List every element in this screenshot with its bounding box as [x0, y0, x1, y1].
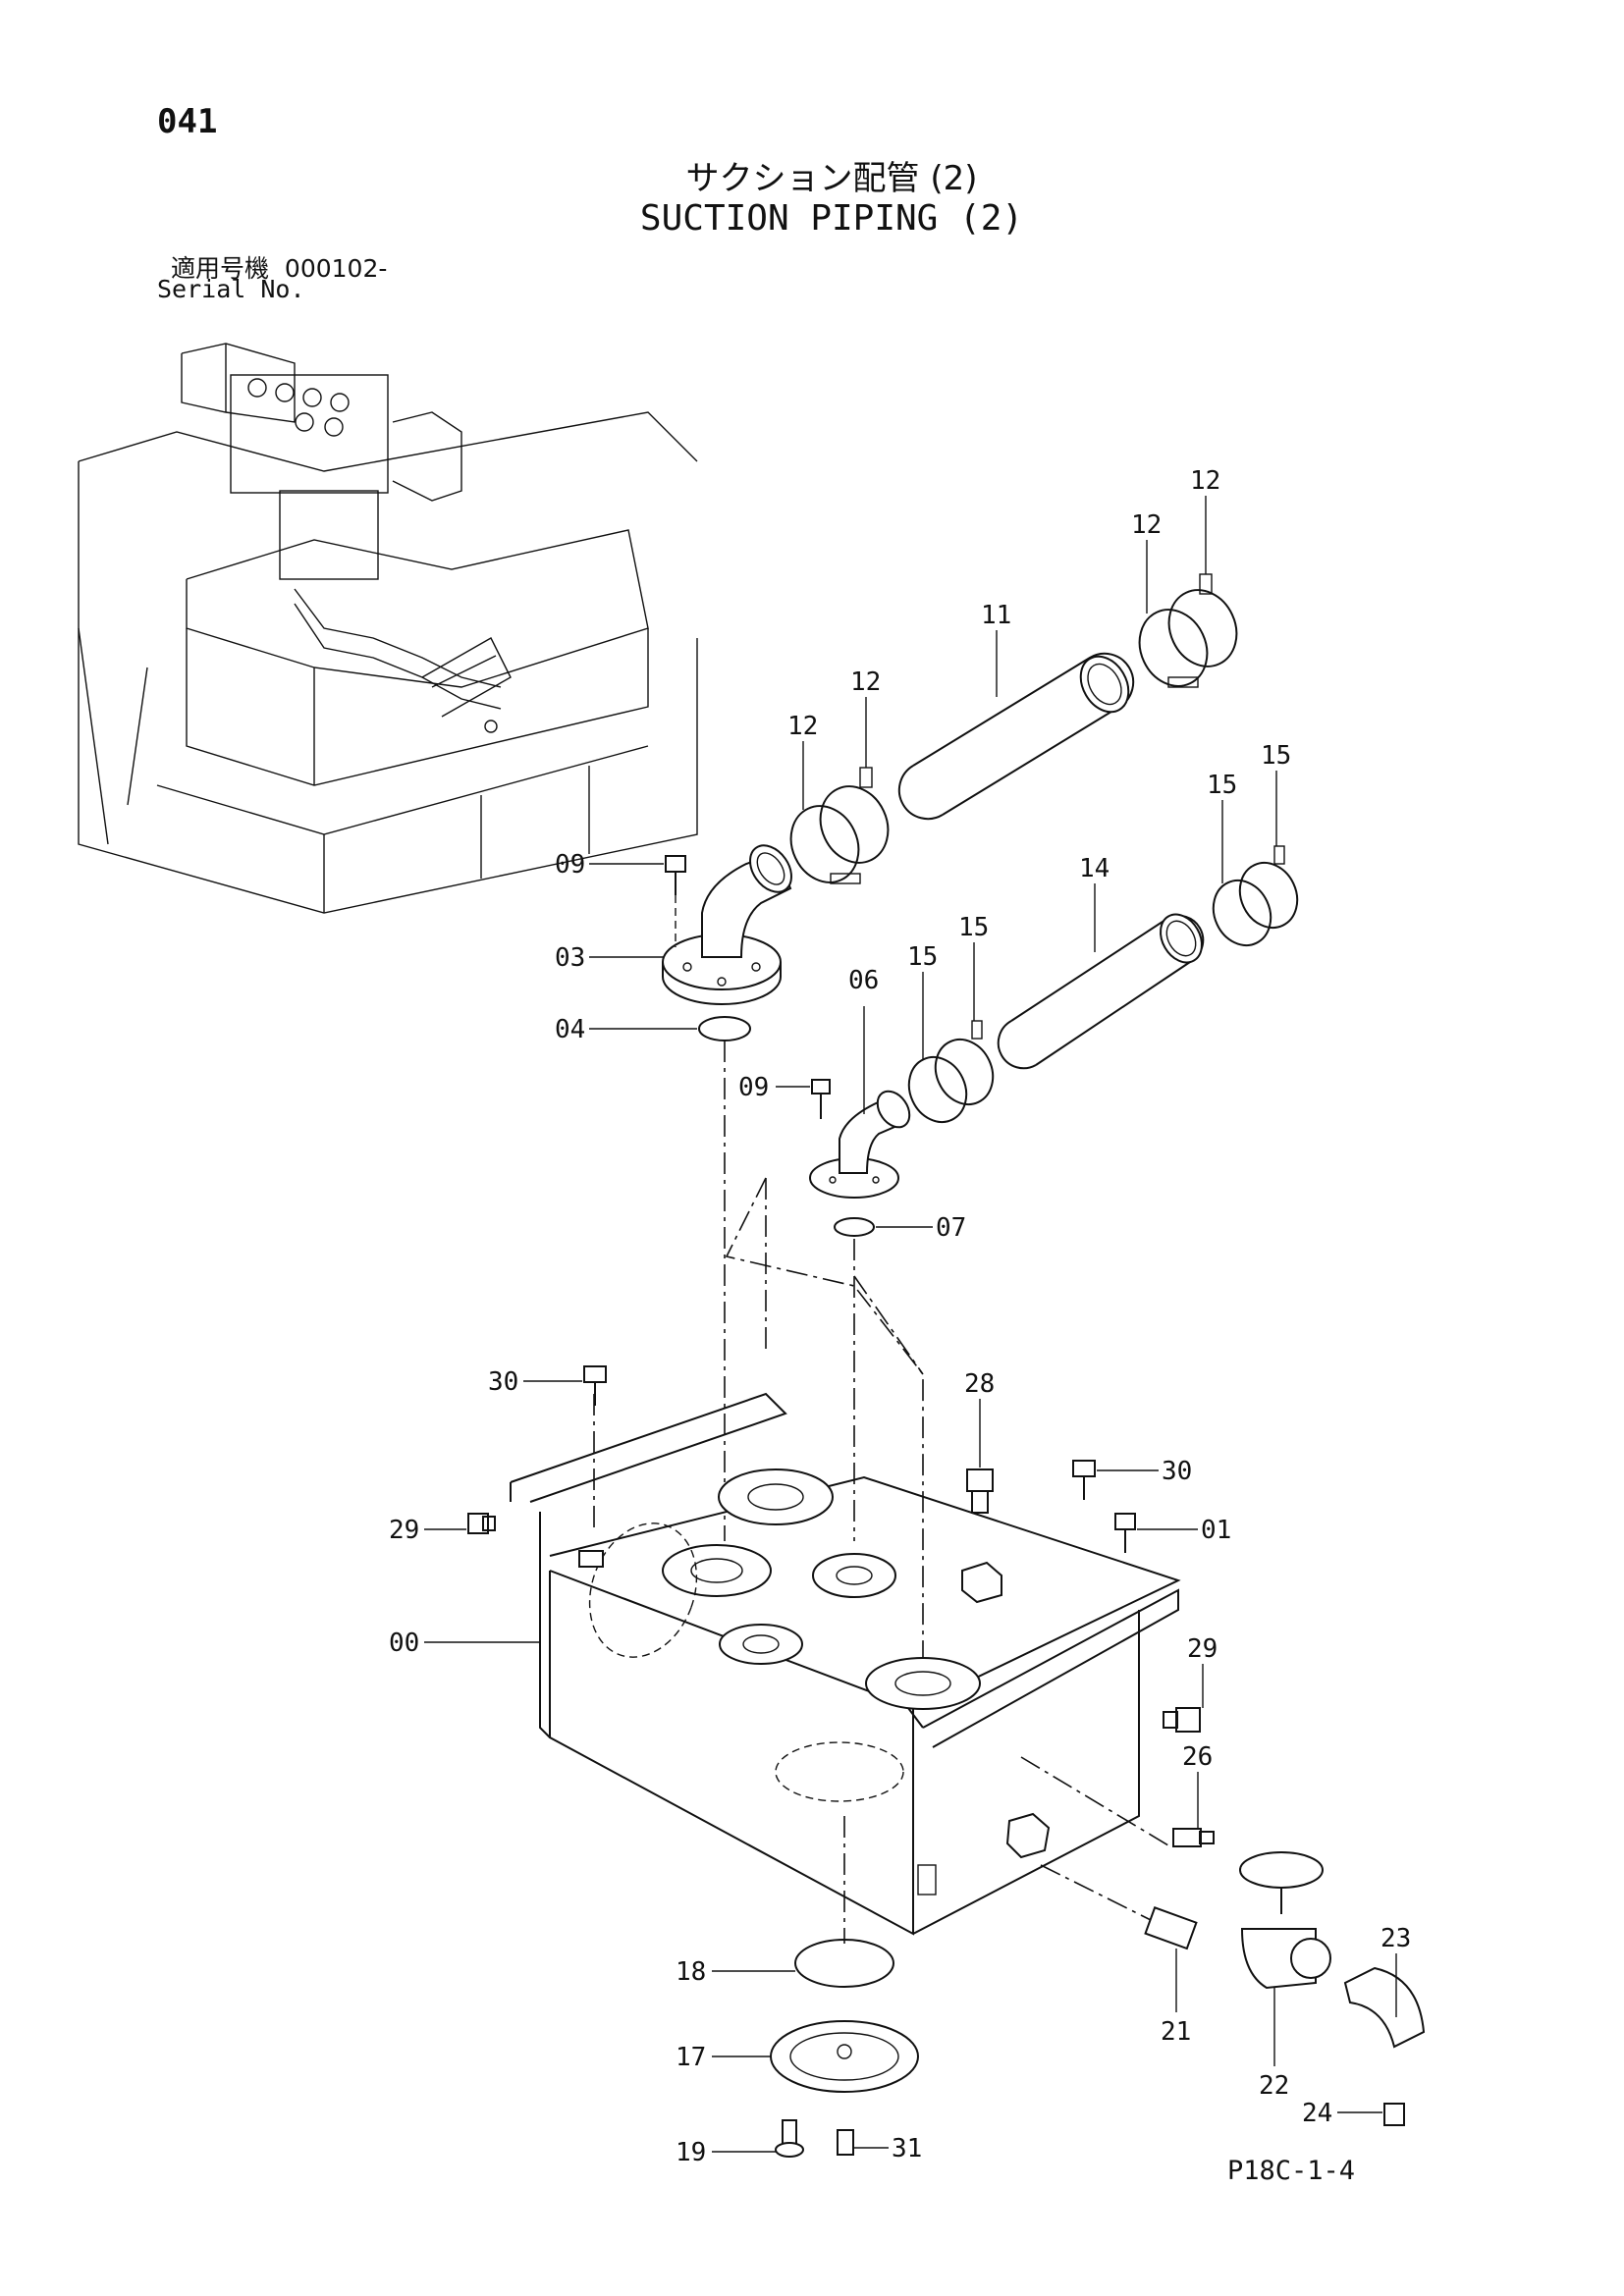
elbow-23	[1343, 1966, 1426, 2049]
o-ring-04	[698, 1016, 751, 1041]
hose-11	[897, 652, 1135, 821]
bolt-01	[1114, 1513, 1136, 1553]
bolt-30-right	[1072, 1460, 1096, 1500]
hose-14	[997, 913, 1205, 1070]
callout-01: 01	[1201, 1516, 1231, 1545]
callout-07: 07	[936, 1213, 966, 1243]
callout-04: 04	[555, 1015, 585, 1044]
callout-03: 03	[555, 943, 585, 973]
callout-06: 06	[848, 966, 879, 995]
clamp-15-upper	[1212, 845, 1299, 947]
assembly-centerlines	[593, 1041, 1169, 1944]
bolt-09-lower	[811, 1079, 831, 1119]
callout-11: 11	[981, 601, 1011, 630]
nut-28-base	[961, 1561, 1002, 1604]
plug-29-right	[1163, 1707, 1201, 1733]
elbow-flange-06	[809, 1090, 911, 1199]
callout-28: 28	[964, 1369, 995, 1399]
callout-19: 19	[676, 2138, 706, 2167]
callout-labels: 12 12 11 12 12 15 15 14 09 03 04 06 15 1…	[389, 466, 1411, 2167]
clamp-12-lower	[789, 767, 890, 884]
title-english: SUCTION PIPING (2)	[639, 198, 1024, 239]
callout-23: 23	[1380, 1924, 1411, 1953]
figure-code: P18C-1-4	[1227, 2156, 1356, 2186]
hydraulic-tank-00	[510, 1392, 1181, 1936]
serial-label-jp: 適用号機	[171, 254, 270, 283]
adapter-21	[1005, 1812, 1198, 1950]
callout-00: 00	[389, 1629, 419, 1658]
fitting-26	[1172, 1828, 1215, 1847]
callout-09: 09	[738, 1073, 769, 1102]
clamp-15-lower	[907, 1020, 995, 1124]
callout-15: 15	[1207, 771, 1237, 800]
page-number: 041	[157, 102, 218, 141]
clamp-12-upper	[1138, 573, 1238, 688]
callout-leaders	[424, 496, 1397, 2153]
bolt-19	[775, 2119, 804, 2158]
callout-30: 30	[1162, 1457, 1192, 1486]
callout-24: 24	[1302, 2099, 1332, 2128]
serial-value: 000102-	[284, 254, 388, 283]
callout-12: 12	[1190, 466, 1220, 496]
callout-09: 09	[555, 850, 585, 880]
callout-22: 22	[1259, 2071, 1289, 2101]
cover-17	[770, 2020, 919, 2093]
plug-28	[966, 1468, 994, 1514]
callout-15: 15	[1261, 741, 1291, 771]
serial-label-en: Serial No.	[157, 275, 305, 303]
plug-24	[1383, 2103, 1405, 2126]
callout-18: 18	[676, 1957, 706, 1987]
valve-22	[1239, 1851, 1331, 1990]
callout-17: 17	[676, 2043, 706, 2072]
callout-15: 15	[958, 913, 989, 942]
elbow-flange-03	[662, 844, 792, 1005]
callout-15: 15	[907, 942, 938, 972]
title-japanese: サクション配管 (2)	[685, 159, 978, 198]
callout-21: 21	[1161, 2017, 1191, 2047]
callout-31: 31	[892, 2134, 922, 2163]
machine-overview-illustration	[78, 343, 698, 914]
o-ring-18	[794, 1939, 894, 1988]
callout-30: 30	[488, 1367, 518, 1397]
callout-14: 14	[1079, 854, 1110, 883]
serial-line: 適用号機 000102-	[171, 249, 387, 285]
bolt-30-left	[583, 1365, 607, 1406]
callout-29: 29	[1187, 1634, 1218, 1664]
bolt-09-upper	[665, 855, 686, 947]
callout-26: 26	[1182, 1742, 1213, 1772]
plug-29-left	[467, 1513, 496, 1534]
o-ring-07	[834, 1217, 875, 1237]
callout-12: 12	[787, 712, 818, 741]
plug-31	[837, 2129, 854, 2156]
callout-12: 12	[850, 667, 881, 697]
callout-29: 29	[389, 1516, 419, 1545]
callout-12: 12	[1131, 510, 1162, 540]
